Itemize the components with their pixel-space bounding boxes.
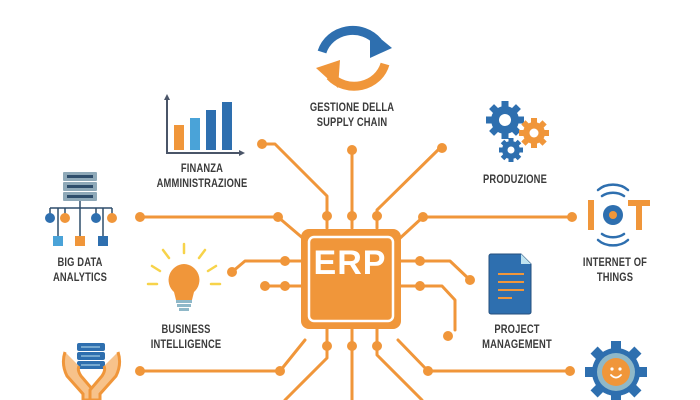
label-supply-chain: GESTIONE DELLA SUPPLY CHAIN [309, 100, 395, 129]
erp-label: ERP [313, 244, 387, 282]
refresh-cycle-icon [316, 25, 392, 91]
bar-chart-icon [164, 94, 245, 156]
label-business-intelligence: BUSINESS INTELLIGENCE [150, 322, 222, 351]
label-iot: INTERNET OF THINGS [582, 255, 648, 284]
label-production: PRODUZIONE [483, 172, 547, 186]
gears-icon [486, 101, 549, 162]
database-network-icon [45, 172, 117, 246]
label-project-management: PROJECT MANAGEMENT [482, 322, 552, 351]
smiley-gear-icon [585, 341, 647, 400]
label-big-data: BIG DATA ANALYTICS [52, 255, 108, 284]
lightbulb-icon [146, 242, 222, 311]
document-icon [488, 253, 532, 315]
erp-chip-icon [290, 229, 420, 329]
label-finance: FINANZA AMMINISTRAZIONE [156, 161, 248, 190]
hands-database-icon [61, 343, 122, 400]
iot-signal-icon [588, 183, 650, 247]
